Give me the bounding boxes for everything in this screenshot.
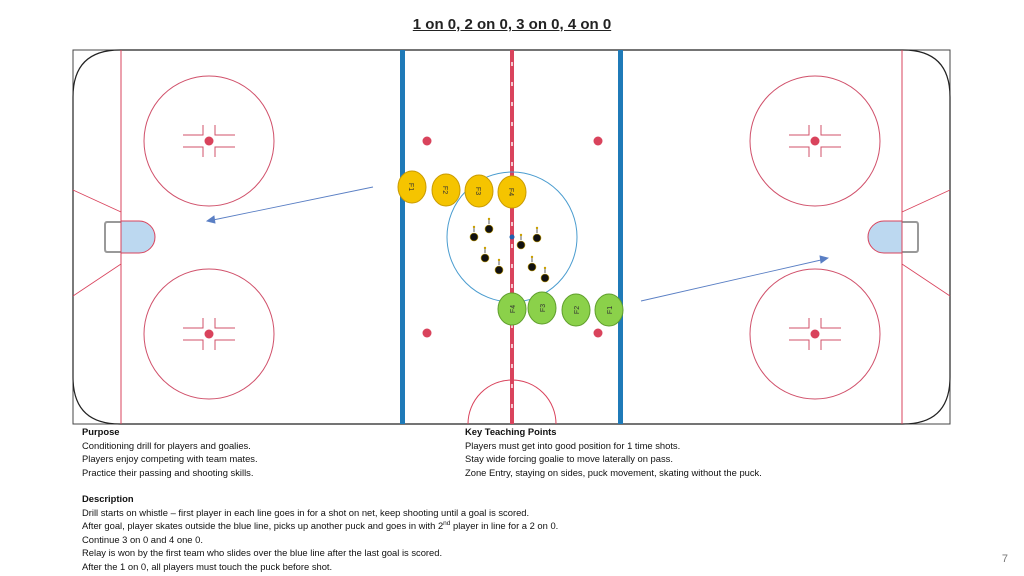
pucks xyxy=(469,217,550,283)
green-player[interactable]: F1 xyxy=(594,293,624,327)
neutral-faceoff-dot xyxy=(422,328,432,338)
center-dot xyxy=(509,234,515,240)
purpose-line: Conditioning drill for players and goali… xyxy=(82,439,251,451)
key-points-heading: Key Teaching Points xyxy=(465,426,557,437)
rink-boards xyxy=(72,49,951,425)
yellow-player[interactable]: F3 xyxy=(464,174,494,208)
end-zone-faceoff-dots xyxy=(204,136,820,339)
purpose-section: Purpose Conditioning drill for players a… xyxy=(82,425,258,479)
key-point-line: Stay wide forcing goalie to move lateral… xyxy=(465,453,673,464)
player-label: F4 xyxy=(510,305,517,313)
purpose-heading: Purpose xyxy=(82,426,120,437)
faceoff-hash-marks xyxy=(183,125,841,350)
page-title: 1 on 0, 2 on 0, 3 on 0, 4 on 0 xyxy=(412,16,612,33)
green-player[interactable]: F2 xyxy=(561,293,591,327)
player-label: F4 xyxy=(507,188,514,196)
description-line: After goal, player skates outside the bl… xyxy=(82,519,559,531)
player-label: F1 xyxy=(607,306,614,314)
player-label: F2 xyxy=(441,186,448,194)
key-point-line: Players must get into good position for … xyxy=(465,439,681,451)
neutral-faceoff-dot xyxy=(593,328,603,338)
description-section: Description Drill starts on whistle – fi… xyxy=(82,492,558,573)
puck xyxy=(469,225,479,242)
puck xyxy=(484,217,494,234)
puck xyxy=(540,266,550,283)
green-team: F4 F3 F2 F1 xyxy=(497,291,624,327)
neutral-faceoff-dot xyxy=(422,136,432,146)
yellow-player[interactable]: F2 xyxy=(431,173,461,207)
puck xyxy=(516,233,526,250)
blue-line-left xyxy=(400,50,405,424)
puck xyxy=(494,258,504,275)
green-player[interactable]: F3 xyxy=(527,291,557,325)
yellow-player[interactable]: F4 xyxy=(497,175,527,209)
arrowhead-right xyxy=(819,255,830,264)
referee-crease xyxy=(467,379,557,425)
page-number: 7 xyxy=(1001,553,1008,565)
puck xyxy=(532,226,542,243)
player-label: F3 xyxy=(540,304,547,312)
right-goal-crease xyxy=(867,220,903,254)
faceoff-circles xyxy=(143,75,881,400)
arrow-to-left-goal xyxy=(212,186,374,221)
hockey-rink-diagram: F1 F2 F3 F4 F4 F3 F2 F1 xyxy=(72,49,951,425)
description-line: Continue 3 on 0 and 4 one 0. xyxy=(82,533,203,545)
right-goal xyxy=(867,220,919,254)
description-line: Relay is won by the first team who slide… xyxy=(82,547,443,558)
player-label: F3 xyxy=(474,187,481,195)
purpose-line: Practice their passing and shooting skil… xyxy=(82,466,254,478)
blue-line-right xyxy=(618,50,623,424)
neutral-faceoff-dot xyxy=(593,136,603,146)
yellow-team: F1 F2 F3 F4 xyxy=(397,170,527,209)
left-goal-crease xyxy=(120,220,156,254)
description-heading: Description xyxy=(82,493,134,504)
arrow-to-right-goal xyxy=(640,259,822,302)
green-player[interactable]: F4 xyxy=(497,292,527,326)
movement-arrows xyxy=(205,186,830,302)
puck xyxy=(480,246,490,263)
description-line: After the 1 on 0, all players must touch… xyxy=(82,560,333,572)
player-label: F2 xyxy=(574,306,581,314)
player-label: F1 xyxy=(407,183,414,191)
arrowhead-left xyxy=(205,215,216,224)
key-points-section: Key Teaching Points Players must get int… xyxy=(465,425,762,479)
puck xyxy=(527,255,537,272)
key-point-line: Zone Entry, staying on sides, puck movem… xyxy=(465,466,762,478)
yellow-player[interactable]: F1 xyxy=(397,170,427,204)
left-goal xyxy=(104,220,156,254)
purpose-line: Players enjoy competing with team mates. xyxy=(82,453,258,464)
description-line: Drill starts on whistle – first player i… xyxy=(82,506,530,518)
